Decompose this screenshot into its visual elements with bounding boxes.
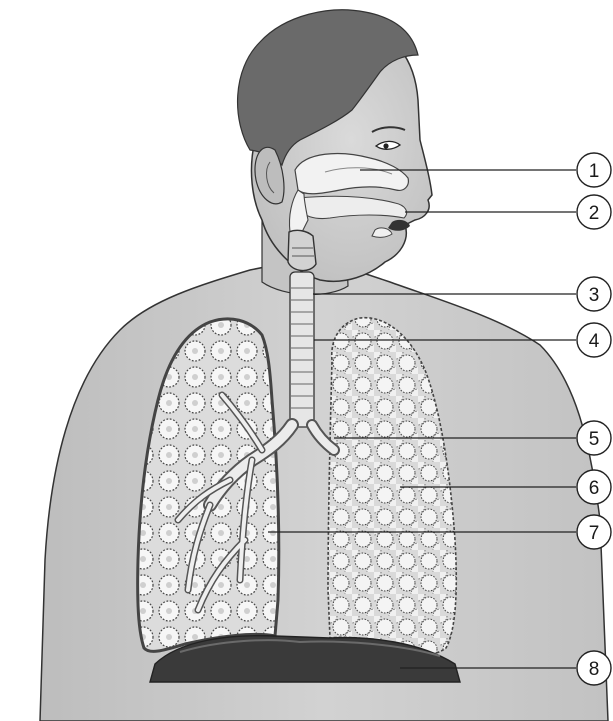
svg-text:3: 3 [589, 285, 600, 306]
svg-text:4: 4 [589, 331, 600, 352]
svg-text:6: 6 [589, 478, 600, 499]
larynx [288, 230, 316, 270]
callout-3: 3 [577, 277, 611, 311]
callout-7: 7 [577, 515, 611, 549]
svg-text:7: 7 [589, 523, 600, 544]
callout-4: 4 [577, 323, 611, 357]
svg-text:2: 2 [589, 203, 600, 224]
callout-1: 1 [577, 153, 611, 187]
svg-text:8: 8 [589, 659, 600, 680]
svg-text:5: 5 [589, 429, 600, 450]
callout-2: 2 [577, 195, 611, 229]
callout-6: 6 [577, 470, 611, 504]
callout-5: 5 [577, 421, 611, 455]
callout-8: 8 [577, 651, 611, 685]
svg-text:1: 1 [589, 161, 600, 182]
trachea [290, 272, 314, 427]
